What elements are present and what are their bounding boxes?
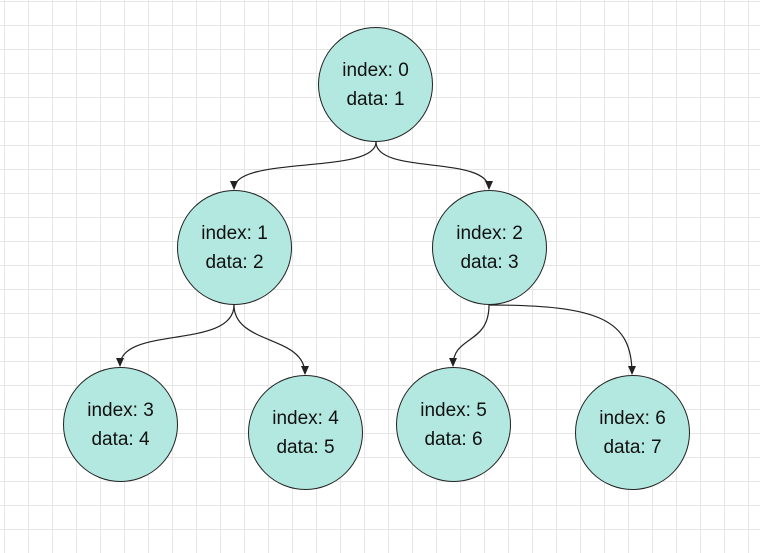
node-index-label: index: 1 <box>201 222 268 244</box>
tree-node-6[interactable]: index: 6 data: 7 <box>575 375 690 490</box>
node-data-label: data: 5 <box>276 436 335 458</box>
node-data-label: data: 6 <box>424 428 483 450</box>
tree-node-2[interactable]: index: 2 data: 3 <box>432 190 547 305</box>
node-data-label: data: 3 <box>460 251 519 273</box>
node-index-label: index: 2 <box>456 222 523 244</box>
node-index-label: index: 6 <box>599 407 666 429</box>
edge-1-3 <box>116 304 235 367</box>
edge-2-5 <box>449 304 490 367</box>
node-data-label: data: 1 <box>346 88 405 110</box>
edge-1-4 <box>233 304 309 375</box>
edge-2-6 <box>488 304 636 375</box>
node-index-label: index: 4 <box>272 407 339 429</box>
edge-0-2 <box>375 141 493 190</box>
node-data-label: data: 7 <box>603 436 662 458</box>
tree-node-0[interactable]: index: 0 data: 1 <box>318 27 433 142</box>
tree-node-5[interactable]: index: 5 data: 6 <box>396 367 511 482</box>
node-index-label: index: 5 <box>420 399 487 421</box>
edge-0-1 <box>230 141 377 190</box>
tree-node-1[interactable]: index: 1 data: 2 <box>177 190 292 305</box>
node-index-label: index: 3 <box>87 399 154 421</box>
node-index-label: index: 0 <box>342 59 409 81</box>
tree-node-3[interactable]: index: 3 data: 4 <box>63 367 178 482</box>
tree-node-4[interactable]: index: 4 data: 5 <box>248 375 363 490</box>
node-data-label: data: 4 <box>91 428 150 450</box>
node-data-label: data: 2 <box>205 251 264 273</box>
